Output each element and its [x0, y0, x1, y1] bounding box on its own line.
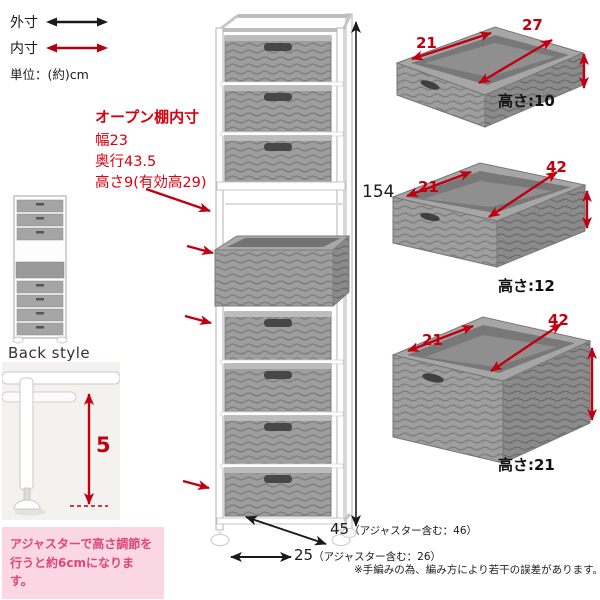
basket3-height-label: 高さ:21: [498, 456, 555, 474]
basket1-depth-dim: 21: [416, 34, 437, 52]
rack-drawer: [224, 35, 332, 83]
leg-height-dim: 5: [96, 433, 111, 457]
basket-handle-slot: [422, 373, 444, 383]
adjuster-note-line2: 行うと約6cmになります。: [10, 555, 134, 589]
rack-drawer: [224, 85, 332, 133]
open-shelf-height: 高さ9(有効高29): [95, 175, 207, 192]
rack-rail: [220, 411, 344, 417]
back-style-title: Back style: [8, 344, 91, 362]
adjuster-note: アジャスターで高さ調節を 行うと約6cmになります。: [2, 527, 164, 599]
legend-inner-row: 内寸: [10, 38, 108, 58]
back-style-illustration: [2, 362, 120, 520]
outer-dim-label: 外寸: [10, 15, 38, 31]
inner-dim-label: 内寸: [10, 41, 38, 57]
rack-top-frame: [218, 14, 352, 32]
basket3-illustration: [391, 316, 592, 464]
open-shelf-note: オープン棚内寸 幅23 奥行43.5 高さ9(有効高29): [95, 106, 207, 194]
rack-drawer: [224, 135, 332, 183]
footnote: ※手編みの為、編み方により若干の誤差があります。: [354, 564, 600, 576]
storage-rack-illustration: [210, 13, 357, 546]
basket-handle-slot: [420, 80, 440, 90]
legend-outer-row: 外寸: [10, 12, 108, 32]
open-shelf-title: オープン棚内寸: [95, 108, 200, 126]
rack-mid-rail: [216, 181, 346, 191]
rack-rail: [220, 131, 344, 137]
inner-dim-arrow-icon: [46, 43, 108, 53]
open-shelf-depth: 奥行43.5: [95, 154, 157, 171]
rack-width-note: （アジャスター含む：26）: [313, 551, 442, 563]
rack-drawer: [224, 415, 332, 465]
open-shelf-width: 幅23: [95, 133, 128, 149]
legend: 外寸 内寸 単位：(約)cm: [10, 12, 108, 83]
rack-bottom-rail: [216, 517, 346, 525]
rack-depth-note: （アジャスター含む：46）: [349, 525, 478, 537]
basket1-width-dim: 27: [522, 16, 543, 34]
rack-drawer: [224, 363, 332, 413]
open-basket: [213, 234, 351, 308]
unit-label: 単位：(約)cm: [10, 67, 89, 82]
rack-depth-dim: 45 （アジャスター含む：46）: [330, 520, 477, 538]
basket1-height-label: 高さ:10: [498, 92, 555, 110]
basket3-depth-dim: 21: [422, 331, 443, 349]
rack-rail: [220, 359, 344, 365]
rack-depth-value: 45: [330, 520, 350, 538]
rack-drawer: [224, 467, 332, 517]
rack-bottom-side-rail: [342, 513, 352, 522]
basket2-height-label: 高さ:12: [498, 277, 555, 295]
rack-height-dim: 154: [362, 182, 395, 202]
adjuster-feet: [210, 528, 357, 546]
rack-rail: [220, 463, 344, 469]
rack-drawer: [224, 311, 332, 361]
basket2-depth-dim: 21: [418, 178, 439, 196]
basket2-width-dim: 42: [546, 158, 567, 176]
rack-rail: [220, 81, 344, 87]
adjuster-note-line1: アジャスターで高さ調節を: [10, 537, 153, 551]
basket1-illustration: [395, 26, 585, 128]
rack-width-value: 25: [294, 546, 314, 564]
outer-dim-arrow-icon: [46, 17, 108, 27]
basket3-width-dim: 42: [548, 311, 569, 329]
basket-handle-slot: [420, 212, 440, 222]
product-thumbnail: [12, 195, 68, 344]
rack-width-dim: 25 （アジャスター含む：26）: [294, 546, 441, 564]
